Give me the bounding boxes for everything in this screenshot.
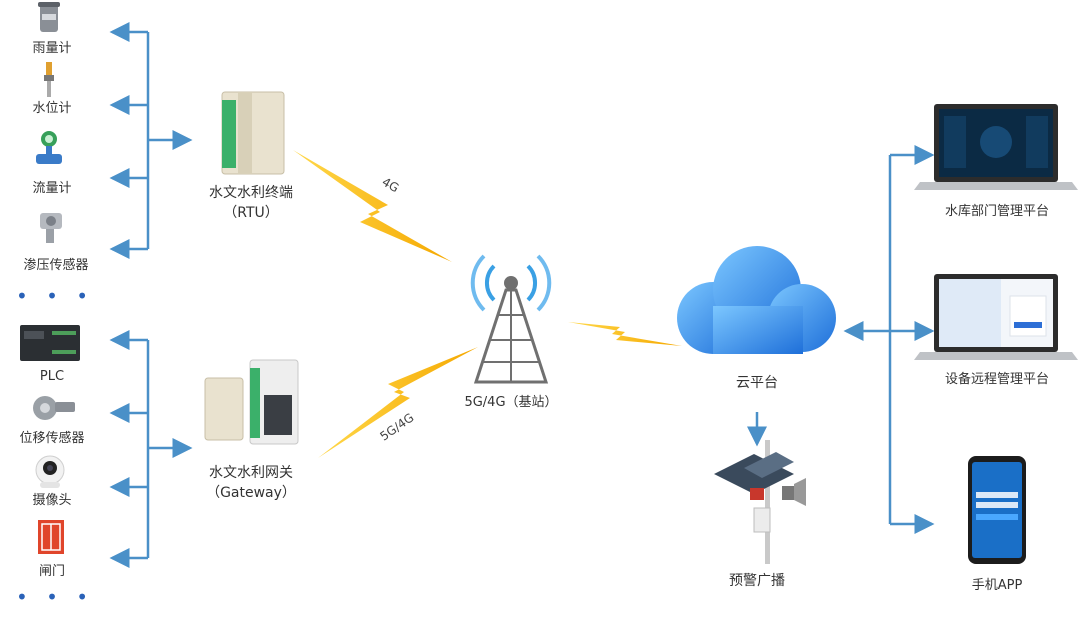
link-bolt-gateway <box>318 347 478 458</box>
gate-icon <box>38 520 64 554</box>
sensor-label-camera: 摄像头 <box>32 493 72 508</box>
sensor-label-gate: 闸门 <box>38 564 66 579</box>
warning-broadcast-label: 预警广播 <box>729 573 785 589</box>
cloud-platform-icon <box>677 246 836 354</box>
base-station-label: 5G/4G（基站） <box>464 395 558 410</box>
rtu-label-line2: （RTU） <box>223 205 279 221</box>
plc-icon <box>20 325 80 361</box>
sensor-label-rain-gauge: 雨量计 <box>32 41 72 56</box>
camera-icon <box>35 455 65 488</box>
platform-connectors <box>843 145 935 534</box>
sensor-label-water-level: 水位计 <box>32 101 72 116</box>
base-station-tower-icon <box>470 254 552 384</box>
warning-broadcast-icon <box>714 440 806 564</box>
platform-label-reservoir: 水库部门管理平台 <box>944 204 1050 219</box>
sensor-label-seepage: 渗压传感器 <box>23 258 89 273</box>
gateway-label-line2: （Gateway） <box>206 485 296 501</box>
laptop-device-platform-icon <box>914 274 1078 360</box>
cloud-platform-label: 云平台 <box>736 375 778 391</box>
link-bolt-rtu <box>293 150 452 262</box>
group1-connectors <box>109 22 193 259</box>
sensor-label-flow-meter: 流量计 <box>32 181 72 196</box>
rtu-device-icon <box>221 91 285 175</box>
seepage-sensor-icon <box>40 213 62 243</box>
platform-label-app: 手机APP <box>971 578 1023 593</box>
gateway-label-line1: 水文水利网关 <box>209 465 293 481</box>
sensor-label-displacement: 位移传感器 <box>19 431 85 446</box>
displacement-sensor-icon <box>33 396 75 420</box>
platform-label-device: 设备远程管理平台 <box>944 372 1050 387</box>
water-level-meter-icon <box>44 62 54 97</box>
laptop-reservoir-platform-icon <box>914 104 1078 190</box>
mobile-phone-icon <box>968 456 1026 564</box>
rain-gauge-icon <box>38 2 60 32</box>
gateway-device-icon <box>204 359 299 445</box>
sensor-label-plc: PLC <box>39 369 65 384</box>
group2-connectors <box>109 330 193 568</box>
link-bolt-cloud <box>568 322 682 346</box>
rtu-label-line1: 水文水利终端 <box>209 185 293 201</box>
more-dots-group2: • • • <box>15 585 95 609</box>
flow-meter-icon <box>36 131 62 164</box>
more-dots-group1: • • • <box>15 284 95 308</box>
